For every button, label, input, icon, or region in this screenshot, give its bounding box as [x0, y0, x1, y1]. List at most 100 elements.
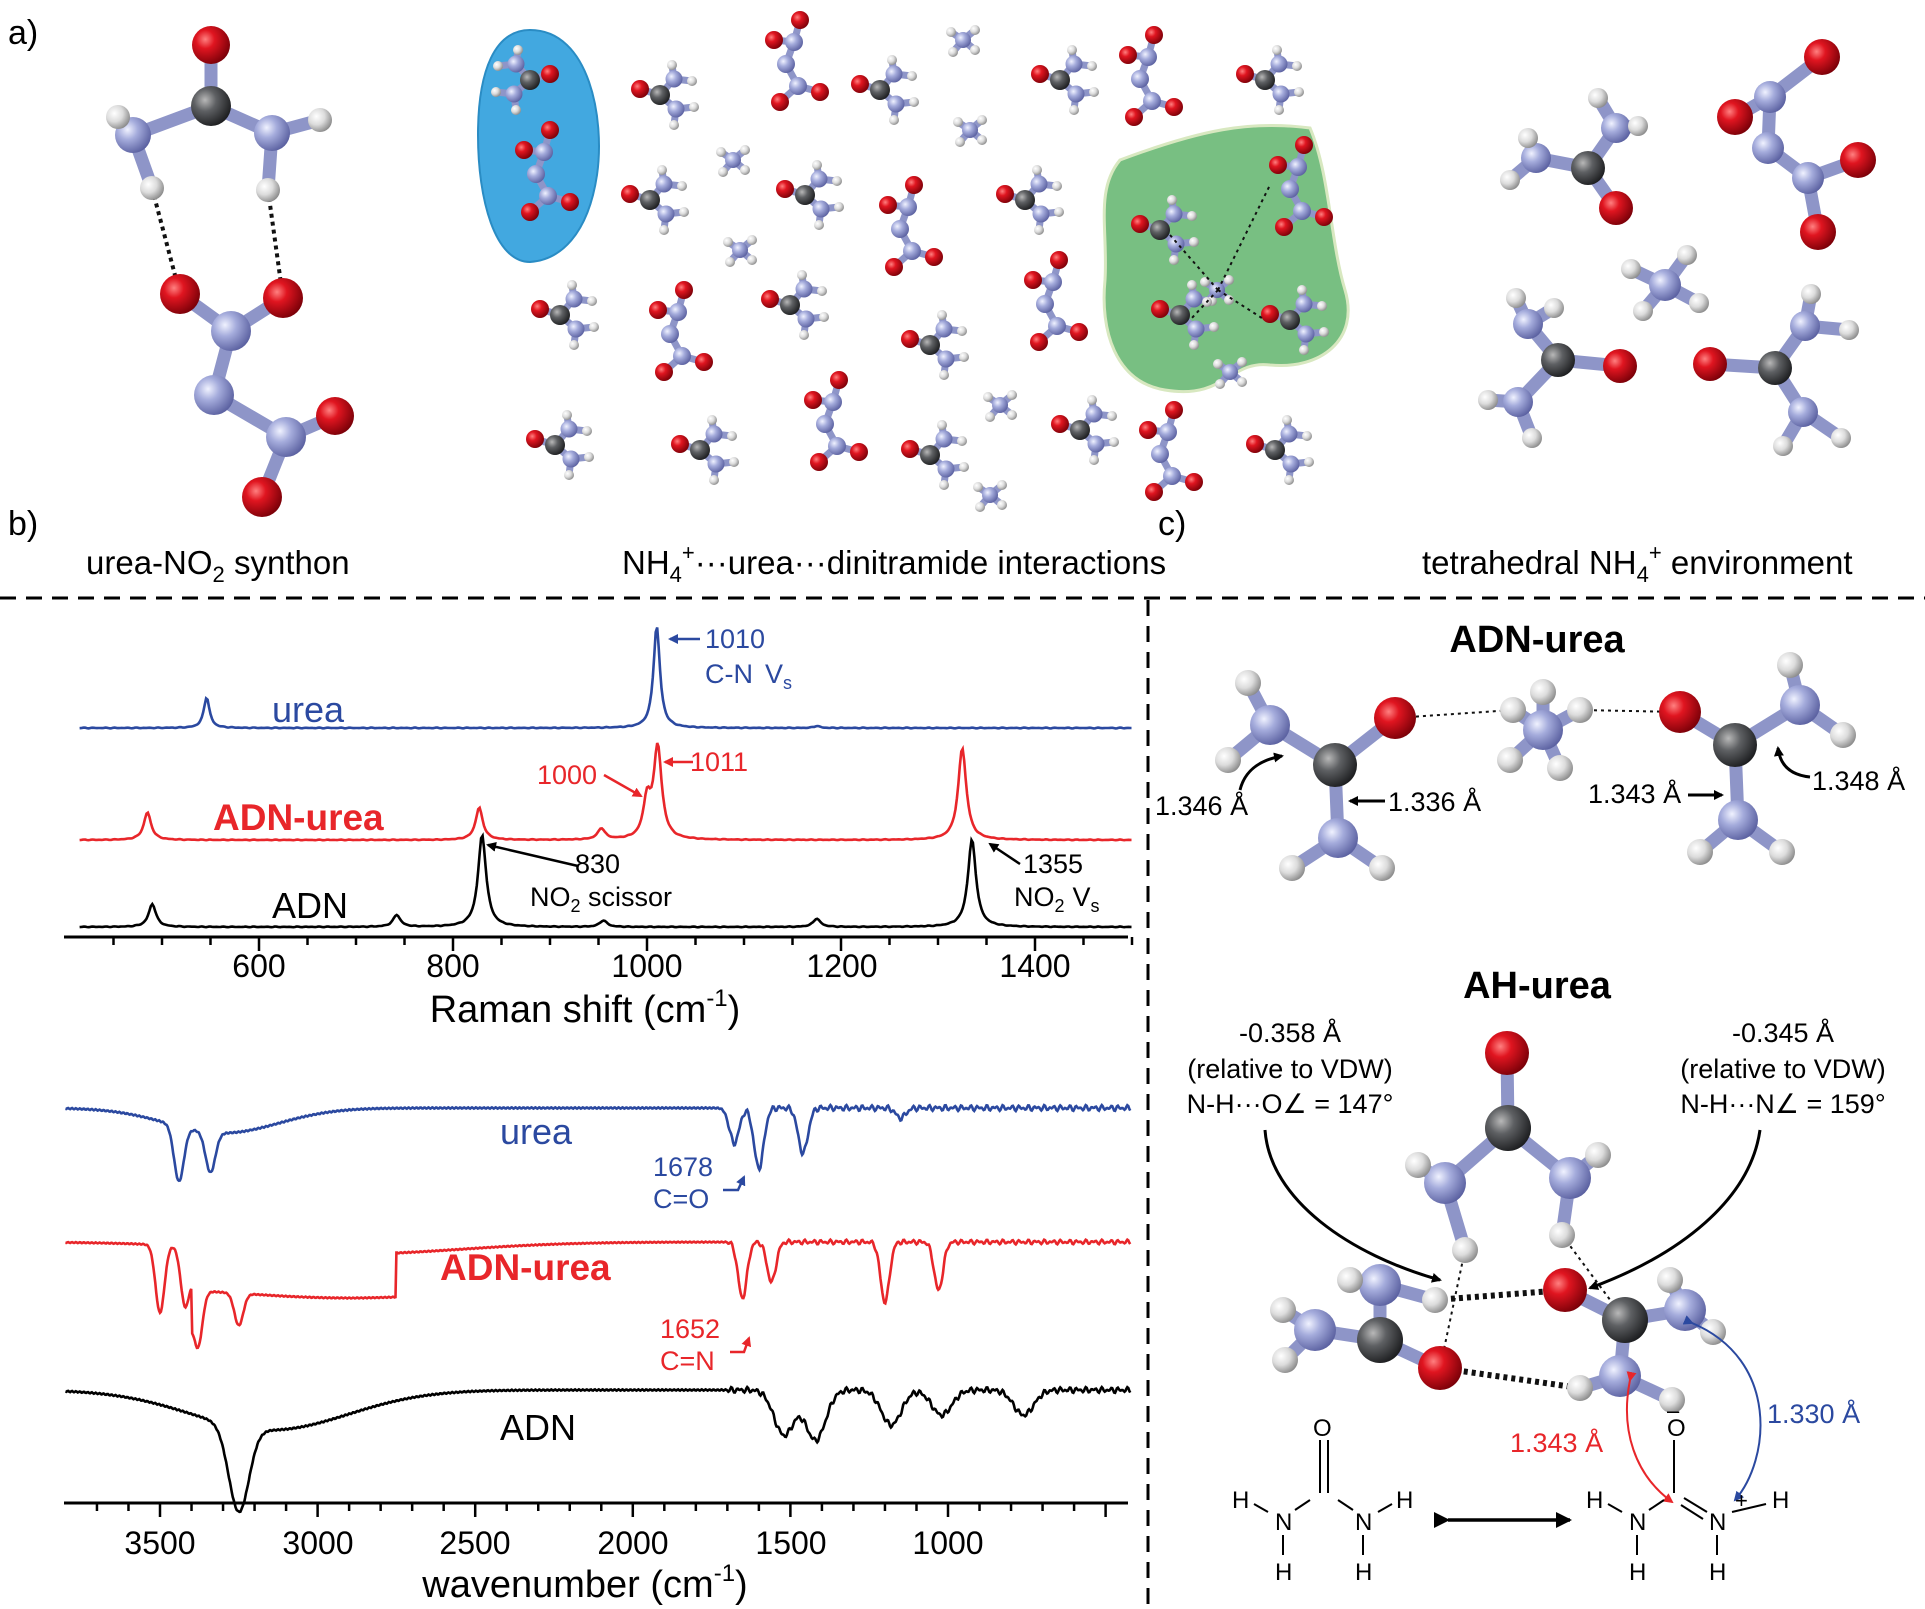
hydrogen-bond — [1434, 1287, 1566, 1303]
hydrogen-atom — [569, 340, 579, 350]
oxygen-atom — [1800, 214, 1836, 250]
hydrogen-atom — [1089, 87, 1099, 97]
oxygen-atom — [1050, 251, 1068, 269]
nitrogen-atom — [1359, 1264, 1401, 1306]
raman-annotation-1000: 1000 — [537, 760, 597, 790]
nitrogen-atom — [655, 175, 673, 193]
hydrogen-bond — [1394, 709, 1514, 719]
hydrogen-atom — [1500, 170, 1520, 190]
nitrogen-atom — [824, 393, 842, 411]
hydrogen-atom — [834, 202, 844, 212]
nitrogen-atom — [1297, 325, 1315, 343]
urea-no2-synthon-model — [106, 26, 354, 517]
hydrogen-atom — [718, 167, 728, 177]
raman-arrow-830 — [486, 841, 579, 868]
hydrogen-atom — [1209, 322, 1219, 332]
oxygen-atom — [541, 121, 559, 139]
resonance-structure-neutral: O N N H H H H — [1232, 1415, 1413, 1586]
hydrogen-atom — [657, 165, 667, 175]
ir-arrow-1678 — [723, 1175, 746, 1192]
hydrogen-atom — [1089, 455, 1099, 465]
hydrogen-atom — [1109, 437, 1119, 447]
res2-h2: H — [1629, 1559, 1646, 1586]
hydrogen-atom — [1054, 207, 1064, 217]
hydrogen-bond — [1169, 234, 1219, 291]
hydrogen-atom — [1687, 839, 1713, 865]
oxygen-atom — [316, 397, 354, 435]
nitrogen-atom — [194, 375, 234, 415]
nitrogen-atom — [211, 311, 251, 351]
bond-length-1348: 1.348 Å — [1812, 765, 1905, 796]
nitrogen-atom — [1222, 364, 1238, 380]
nitrogen-atom — [725, 152, 741, 168]
hydrogen-atom — [1087, 395, 1097, 405]
hydrogen-atom — [985, 412, 995, 422]
blue-bond-length: 1.330 Å — [1767, 1398, 1860, 1429]
hydrogen-atom — [667, 60, 677, 70]
hydrogen-bond — [1579, 709, 1681, 713]
hydrogen-atom — [939, 480, 949, 490]
oxygen-atom — [1151, 300, 1169, 318]
oxygen-atom — [1185, 473, 1203, 491]
hydrogen-atom — [1007, 410, 1017, 420]
hydrogen-atom — [907, 71, 917, 81]
hydrogen-atom — [1478, 390, 1498, 410]
oxygen-atom — [1717, 99, 1753, 135]
hydrogen-bond — [1217, 289, 1266, 321]
oxygen-atom — [1599, 191, 1633, 225]
hydrogen-atom — [1677, 245, 1697, 265]
hydrogen-atom — [1500, 697, 1526, 723]
hydrogen-atom — [725, 257, 735, 267]
raman-series-adn — [79, 832, 1132, 929]
hydrogen-atom — [1369, 855, 1395, 881]
res2-plus: + — [1735, 1488, 1748, 1513]
raman-chart: 600 800 1000 1200 1400 Raman shift (cm-1… — [64, 624, 1134, 1031]
hydrogen-atom — [1319, 327, 1329, 337]
oxygen-atom — [879, 196, 897, 214]
hydrogen-atom — [308, 108, 332, 132]
res2-n-right: N — [1709, 1509, 1726, 1536]
bond-length-1336: 1.336 Å — [1388, 786, 1481, 817]
nitrogen-atom — [955, 32, 971, 48]
hydrogen-atom — [957, 326, 967, 336]
nitrogen-atom — [903, 242, 921, 260]
hydrogen-atom — [939, 370, 949, 380]
oxygen-atom — [830, 371, 848, 389]
carbon-atom — [191, 86, 231, 126]
hydrogen-atom — [1200, 277, 1210, 287]
hydrogen-atom — [1304, 457, 1314, 467]
hydrogen-atom — [937, 420, 947, 430]
oxygen-atom — [671, 435, 689, 453]
hydrogen-atom — [1235, 670, 1261, 696]
hydrogen-atom — [997, 480, 1007, 490]
raman-arrow-1355 — [988, 842, 1021, 866]
nitrogen-atom — [937, 350, 955, 368]
nitrogen-atom — [1752, 132, 1784, 164]
nitrogen-atom — [1087, 435, 1105, 453]
oxygen-atom — [1275, 218, 1293, 236]
carbon-atom — [550, 305, 570, 325]
nitrogen-atom — [797, 310, 815, 328]
hydrogen-atom — [975, 502, 985, 512]
ir-tick-label-1000: 1000 — [912, 1525, 983, 1561]
hydrogen-atom — [587, 296, 597, 306]
oxygen-atom — [761, 290, 779, 308]
hydrogen-atom — [1530, 679, 1556, 705]
carbon-atom — [1070, 420, 1090, 440]
oxygen-atom — [1374, 697, 1416, 739]
ir-annotation-cn: C=N — [660, 1346, 715, 1376]
hydrogen-atom — [1007, 390, 1017, 400]
hydrogen-atom — [1107, 411, 1117, 421]
hydrogen-atom — [567, 280, 577, 290]
res1-n-left: N — [1275, 1509, 1292, 1536]
raman-tick-label-1400: 1400 — [999, 948, 1070, 984]
nitrogen-atom — [1048, 317, 1066, 335]
oxygen-atom — [885, 258, 903, 276]
oxygen-atom — [791, 11, 809, 29]
carbon-atom — [780, 295, 800, 315]
nitrogen-atom — [669, 303, 687, 321]
nitrogen-atom — [812, 200, 830, 218]
nitrogen-atom — [1131, 70, 1149, 88]
hydrogen-atom — [1284, 475, 1294, 485]
